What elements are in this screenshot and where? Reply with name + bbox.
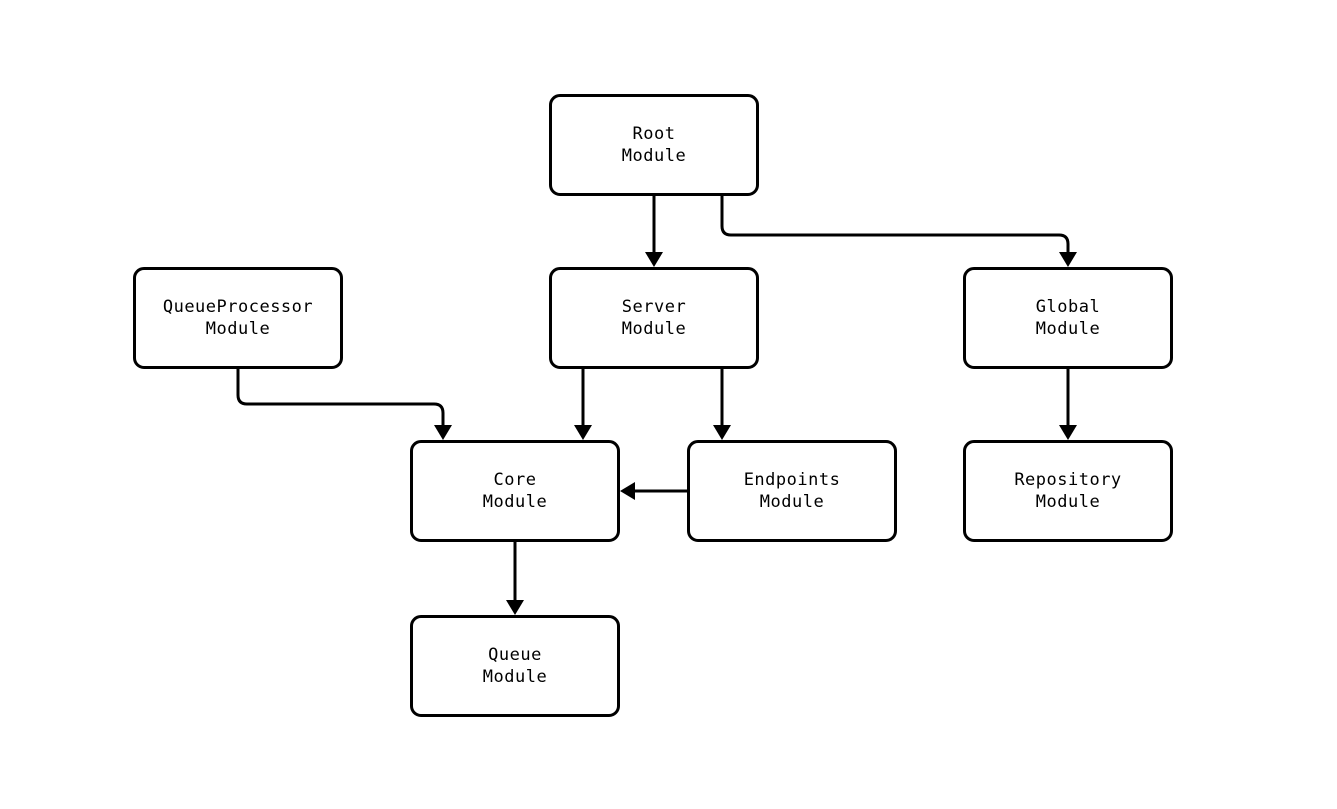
node-global[interactable]: Global Module: [963, 267, 1173, 369]
edge-core-to-queue: [506, 542, 524, 615]
node-label-repository: Repository Module: [1014, 470, 1122, 512]
edge-server-to-endpoints: [713, 369, 731, 440]
edge-root-to-server: [645, 196, 663, 267]
edge-root-to-global: [720, 196, 1077, 267]
edge-server-to-core: [574, 369, 592, 440]
node-queueprocessor[interactable]: QueueProcessor Module: [133, 267, 343, 369]
node-label-root: Root Module: [621, 124, 687, 166]
node-label-queue: Queue Module: [482, 645, 548, 687]
node-label-endpoints: Endpoints Module: [743, 470, 841, 512]
edge-queueprocessor-to-core: [236, 369, 452, 440]
node-label-core: Core Module: [482, 470, 548, 512]
node-endpoints[interactable]: Endpoints Module: [687, 440, 897, 542]
edge-line: [720, 196, 1070, 260]
arrowhead-down: [645, 252, 663, 267]
arrowhead-left: [620, 482, 635, 500]
node-server[interactable]: Server Module: [549, 267, 759, 369]
edge-line: [236, 369, 445, 433]
node-root[interactable]: Root Module: [549, 94, 759, 196]
arrowhead-down: [434, 425, 452, 440]
edge-endpoints-to-core: [620, 482, 687, 500]
arrowhead-down: [506, 600, 524, 615]
edge-global-to-repository: [1059, 369, 1077, 440]
node-core[interactable]: Core Module: [410, 440, 620, 542]
node-queue[interactable]: Queue Module: [410, 615, 620, 717]
node-label-server: Server Module: [621, 297, 687, 339]
arrowhead-down: [574, 425, 592, 440]
node-label-global: Global Module: [1035, 297, 1101, 339]
arrowhead-down: [713, 425, 731, 440]
arrowhead-down: [1059, 425, 1077, 440]
arrowhead-down: [1059, 252, 1077, 267]
node-label-queueprocessor: QueueProcessor Module: [162, 297, 314, 339]
node-repository[interactable]: Repository Module: [963, 440, 1173, 542]
